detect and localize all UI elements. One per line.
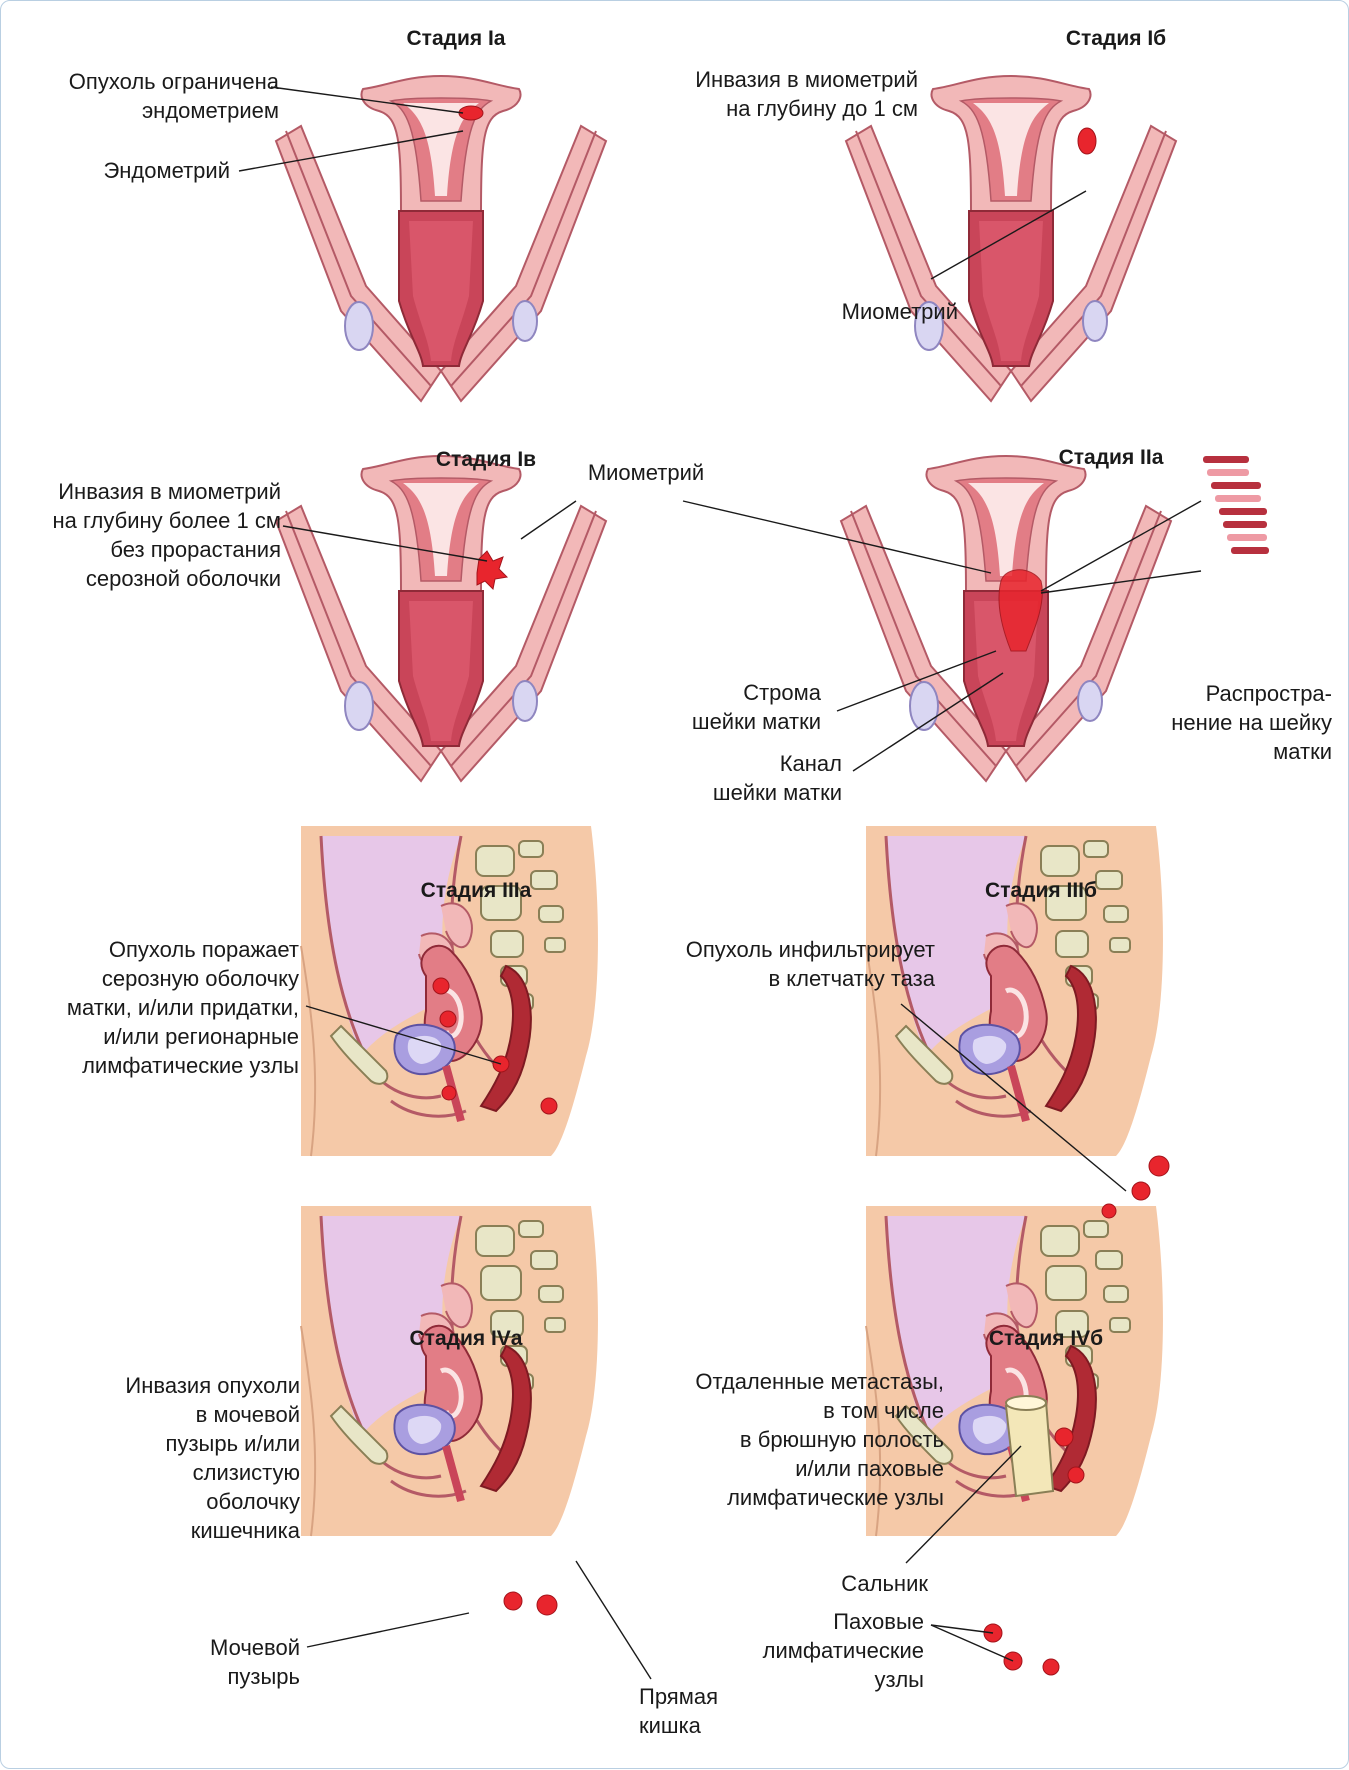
leader-bladder xyxy=(307,1613,469,1647)
label-omentum: Сальник xyxy=(841,1569,928,1598)
stripe-legend xyxy=(1203,456,1269,554)
stage-heading-1a: Стадия Iа xyxy=(361,27,551,51)
tumor-mark-3a-2 xyxy=(440,1011,456,1027)
stage-heading-4a: Стадия IVа xyxy=(361,1327,571,1351)
tumor-mark-1b xyxy=(1078,128,1096,154)
tumor-mark-3b-2 xyxy=(1132,1182,1150,1200)
tumor-mark-4a-1 xyxy=(504,1592,522,1610)
tumor-mark-1c xyxy=(477,551,507,589)
leader-rectum xyxy=(576,1561,651,1679)
stage-heading-3b: Стадия IIIб xyxy=(936,879,1146,903)
stage-heading-4b: Стадия IVб xyxy=(941,1327,1151,1351)
label-cervix-stroma: Строма шейки матки xyxy=(692,678,821,736)
tumor-mark-4a-2 xyxy=(537,1595,557,1615)
label-bladder: Мочевой пузырь xyxy=(210,1633,300,1691)
label-pelvic-fat: Опухоль инфильтрирует в клетчатку таза xyxy=(686,935,935,993)
tumor-mark-3b-3 xyxy=(1102,1204,1116,1218)
uterus-diagram-1a xyxy=(276,76,606,401)
stage-heading-1c: Стадия Iв xyxy=(391,448,581,472)
tumor-mark-3a-4 xyxy=(541,1098,557,1114)
label-invasion-more: Инвазия в миометрий на глубину более 1 с… xyxy=(52,477,281,593)
leader-myometrium-2a xyxy=(683,501,991,573)
stage-heading-3a: Стадия IIIа xyxy=(371,879,581,903)
label-bladder-invasion: Инвазия опухоли в мочевой пузырь и/или с… xyxy=(125,1371,300,1545)
label-distant-metastases: Отдаленные метастазы, в том числе в брюш… xyxy=(695,1367,944,1512)
label-rectum: Прямая кишка xyxy=(639,1682,718,1740)
tumor-mark-3a-5 xyxy=(442,1086,456,1100)
pelvis-diagram-4a xyxy=(301,1206,598,1536)
tumor-mark-3b-1 xyxy=(1149,1156,1169,1176)
label-serosa: Опухоль поражает серозную оболочку матки… xyxy=(67,935,299,1080)
tumor-mark-4b-6 xyxy=(1043,1659,1059,1675)
uterus-diagram-1c xyxy=(276,456,606,781)
tumor-mark-3a-1 xyxy=(433,978,449,994)
tumor-mark-4b-3 xyxy=(1068,1467,1084,1483)
label-endometrium: Эндометрий xyxy=(103,156,230,185)
label-myometrium-mid: Миометрий xyxy=(576,458,716,487)
stage-heading-2a: Стадия IIа xyxy=(1016,446,1206,470)
stage-heading-1b: Стадия Iб xyxy=(1021,27,1211,51)
leader-myometrium-1c xyxy=(521,501,576,539)
label-tumor-endometrium: Опухоль ограничена эндометрием xyxy=(69,67,279,125)
tumor-mark-4b-2 xyxy=(1055,1428,1073,1446)
label-myometrium-1b: Миометрий xyxy=(842,297,958,326)
label-inguinal-nodes: Паховые лимфатические узлы xyxy=(763,1607,924,1694)
uterus-diagram-1b xyxy=(846,76,1176,401)
label-spread-cervix: Распростра- нение на шейку матки xyxy=(1171,679,1332,766)
label-invasion-1cm: Инвазия в миометрий на глубину до 1 см xyxy=(695,65,918,123)
label-cervix-canal: Канал шейки матки xyxy=(713,749,842,807)
